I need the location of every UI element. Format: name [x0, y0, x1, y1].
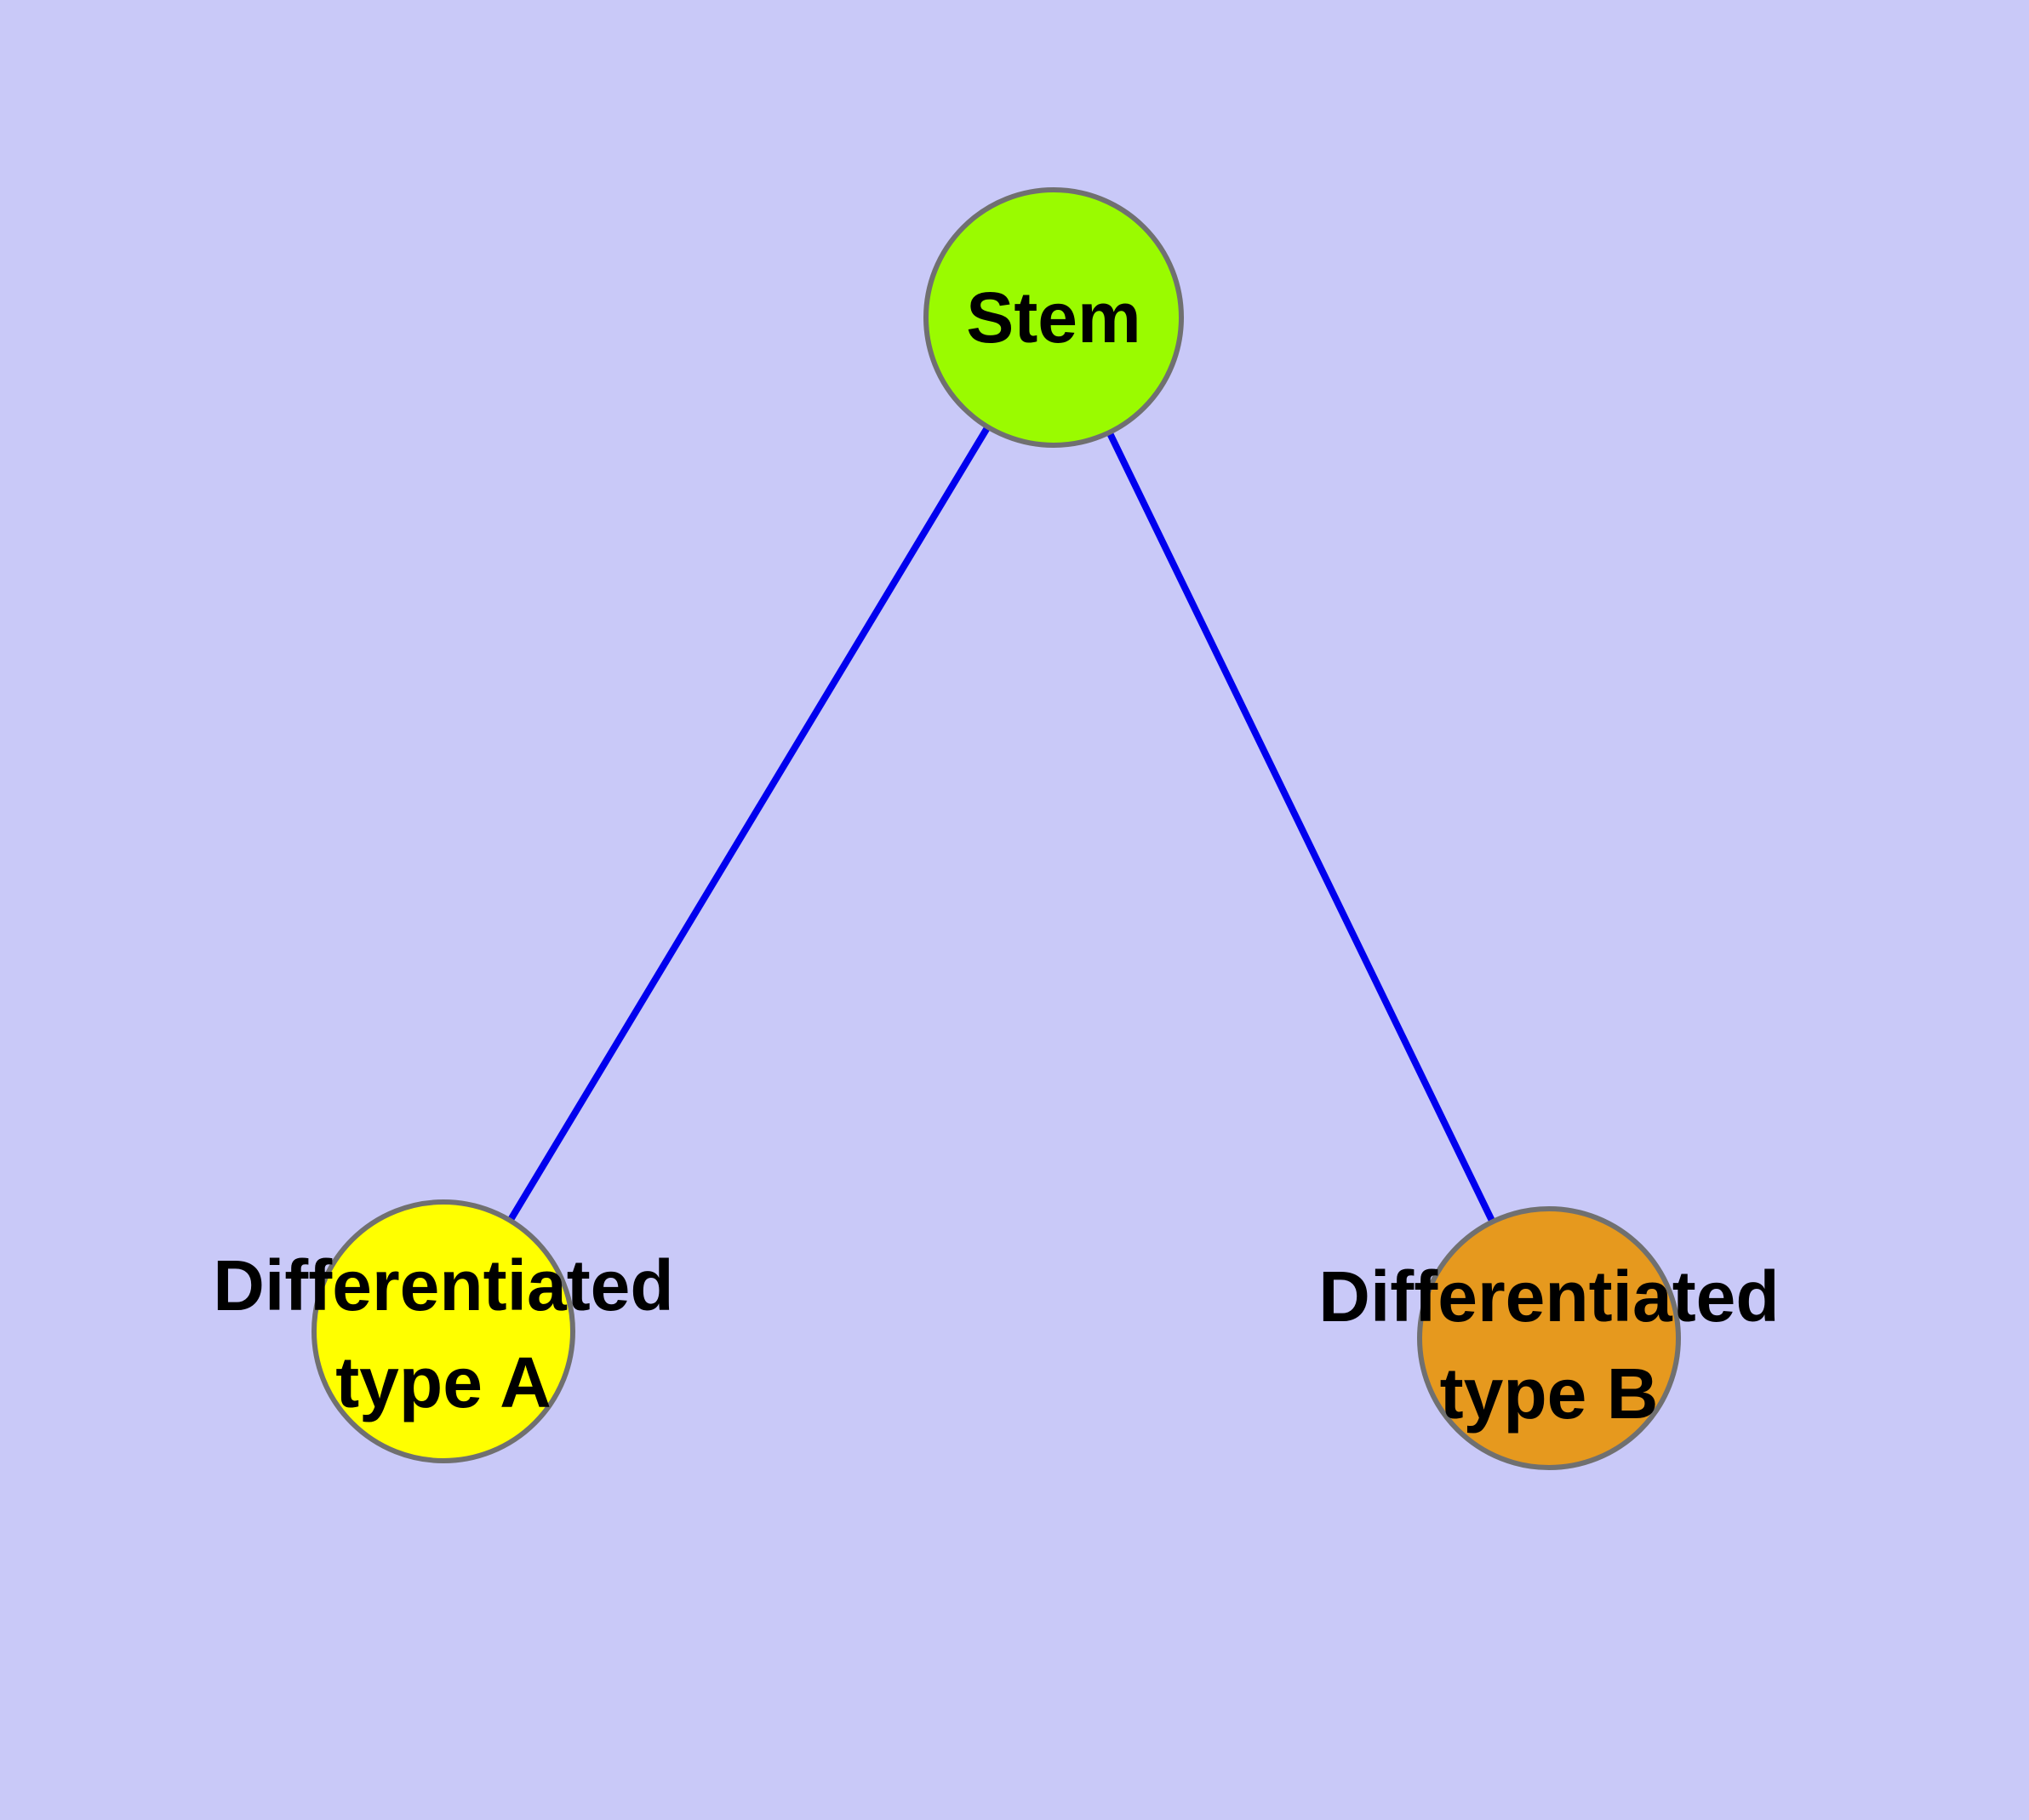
node-stem[interactable]	[923, 187, 1184, 448]
node-type-a-label-line1: Differentiated	[213, 1245, 673, 1325]
node-type-b-label-line1: Differentiated	[1318, 1256, 1779, 1336]
edge-stem-to-type-a	[440, 315, 1057, 1334]
edge-stem-to-type-b	[1050, 316, 1552, 1340]
node-type-b-label-line2: type B	[1440, 1354, 1659, 1434]
node-differentiated-type-b[interactable]	[1417, 1206, 1681, 1470]
node-stem-label: Stem	[966, 278, 1140, 358]
node-differentiated-type-a[interactable]	[311, 1199, 575, 1463]
node-type-a-label-line2: type A	[335, 1342, 552, 1422]
